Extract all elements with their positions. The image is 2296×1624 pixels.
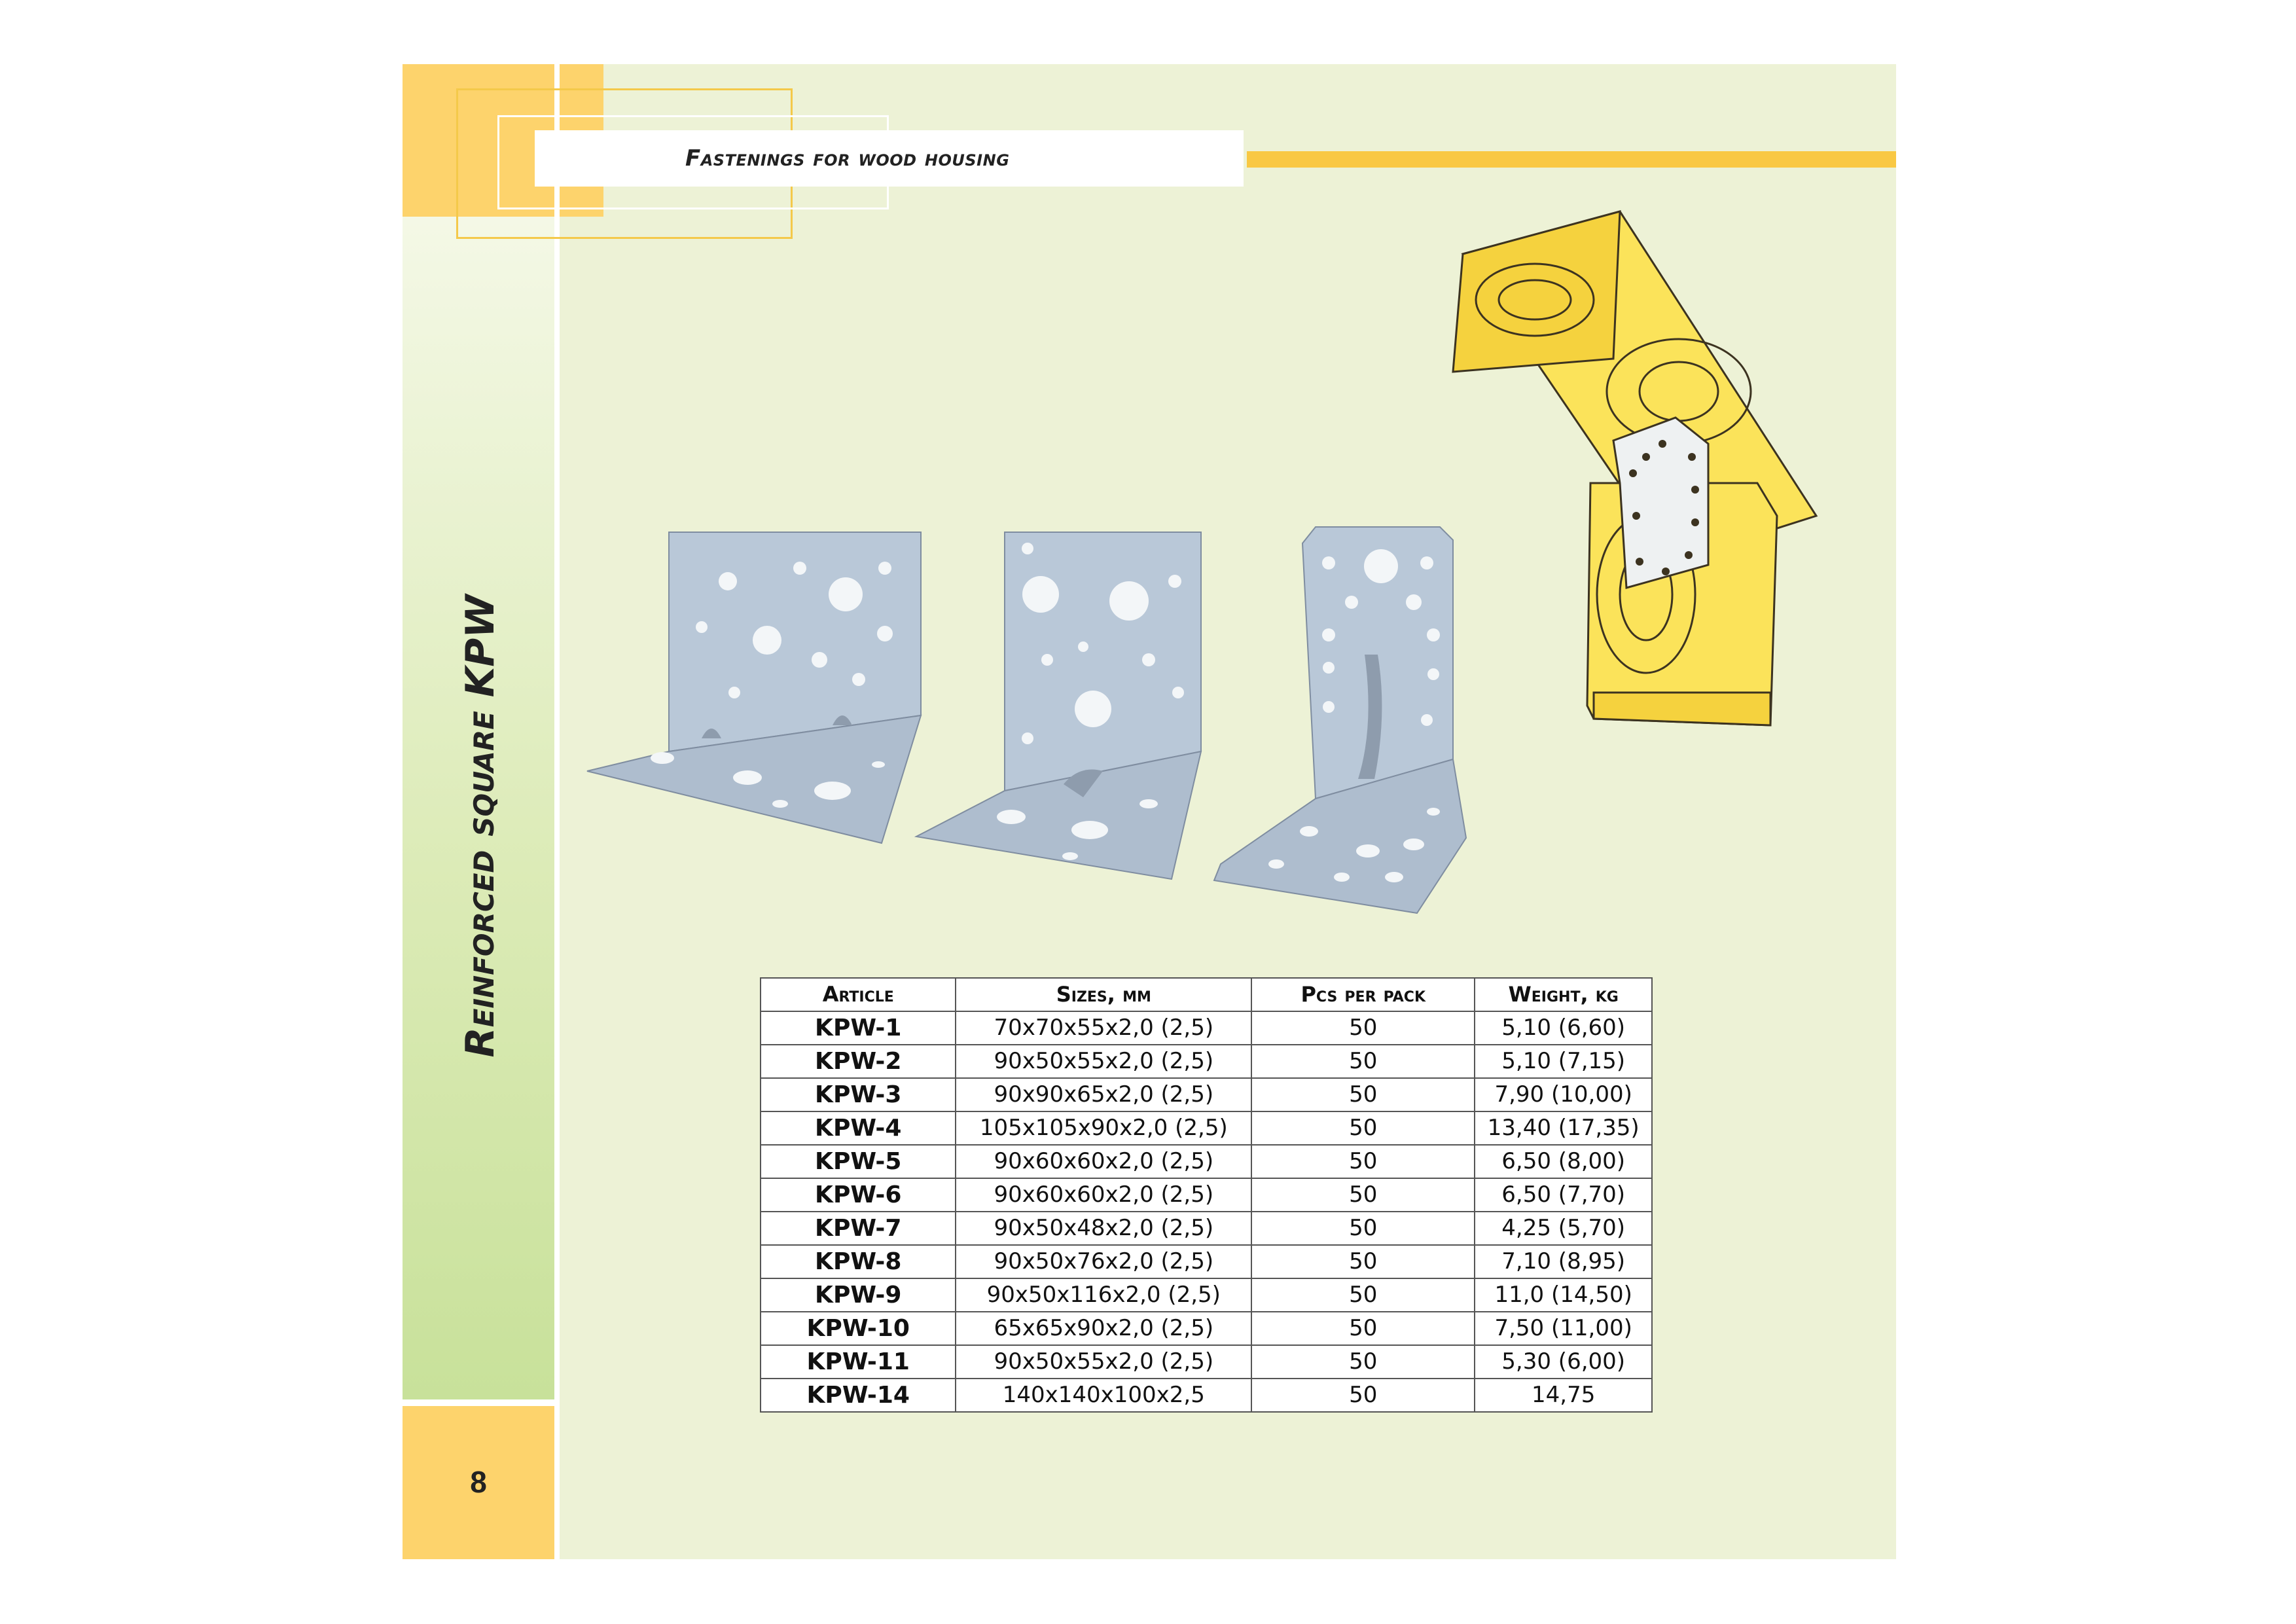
weight-cell: 7,10 (8,95): [1474, 1244, 1653, 1279]
header-pcs-per-pack: Pcs per pack: [1251, 977, 1476, 1012]
page-number-block: [403, 1406, 554, 1559]
header-accent-line: [1247, 151, 1896, 168]
article-cell: KPW-14: [759, 1378, 957, 1413]
table-row: KPW-3 90x90x65x2,0 (2,5) 50 7,90 (10,00): [759, 1077, 1653, 1112]
article-cell: KPW-1: [759, 1011, 957, 1045]
installation-illustration: [1450, 208, 1823, 732]
pcs-cell: 50: [1251, 1211, 1476, 1246]
weight-cell: 14,75: [1474, 1378, 1653, 1413]
page-title: Fastenings for wood housing: [685, 145, 1010, 171]
page-number: 8: [470, 1465, 487, 1499]
article-cell: KPW-10: [759, 1311, 957, 1346]
weight-cell: 6,50 (7,70): [1474, 1178, 1653, 1212]
table-row: KPW-2 90x50x55x2,0 (2,5) 50 5,10 (7,15): [759, 1044, 1653, 1079]
article-cell: KPW-3: [759, 1077, 957, 1112]
pcs-cell: 50: [1251, 1244, 1476, 1279]
pcs-cell: 50: [1251, 1344, 1476, 1379]
weight-cell: 4,25 (5,70): [1474, 1211, 1653, 1246]
weight-cell: 5,30 (6,00): [1474, 1344, 1653, 1379]
header-weight: Weight, kg: [1474, 977, 1653, 1012]
article-cell: KPW-5: [759, 1144, 957, 1179]
header-article: Article: [759, 977, 957, 1012]
sizes-cell: 90x60x60x2,0 (2,5): [955, 1178, 1253, 1212]
section-title: Reinforced square KPW: [457, 594, 503, 1058]
table-row: KPW-6 90x60x60x2,0 (2,5) 50 6,50 (7,70): [759, 1178, 1653, 1212]
article-cell: KPW-2: [759, 1044, 957, 1079]
table-row: KPW-5 90x60x60x2,0 (2,5) 50 6,50 (8,00): [759, 1144, 1653, 1179]
sizes-cell: 140x140x100x2,5: [955, 1378, 1253, 1413]
table-row: KPW-1 70x70x55x2,0 (2,5) 50 5,10 (6,60): [759, 1011, 1653, 1045]
article-cell: KPW-8: [759, 1244, 957, 1279]
sizes-cell: 90x60x60x2,0 (2,5): [955, 1144, 1253, 1179]
header-bar: [535, 130, 1244, 187]
product-photo-kpw-3: [1211, 524, 1473, 916]
article-cell: KPW-6: [759, 1178, 957, 1212]
sizes-cell: 90x50x76x2,0 (2,5): [955, 1244, 1253, 1279]
pcs-cell: 50: [1251, 1278, 1476, 1312]
pcs-cell: 50: [1251, 1144, 1476, 1179]
table-row: KPW-14 140x140x100x2,5 50 14,75: [759, 1378, 1653, 1413]
weight-cell: 7,90 (10,00): [1474, 1077, 1653, 1112]
pcs-cell: 50: [1251, 1077, 1476, 1112]
weight-cell: 6,50 (8,00): [1474, 1144, 1653, 1179]
pcs-cell: 50: [1251, 1178, 1476, 1212]
table-header-row: Article Sizes, mm Pcs per pack Weight, k…: [759, 977, 1653, 1012]
weight-cell: 5,10 (7,15): [1474, 1044, 1653, 1079]
sizes-cell: 65x65x90x2,0 (2,5): [955, 1311, 1253, 1346]
sizes-cell: 70x70x55x2,0 (2,5): [955, 1011, 1253, 1045]
pcs-cell: 50: [1251, 1011, 1476, 1045]
article-cell: KPW-4: [759, 1111, 957, 1146]
table-row: KPW-4 105x105x90x2,0 (2,5) 50 13,40 (17,…: [759, 1111, 1653, 1146]
pcs-cell: 50: [1251, 1311, 1476, 1346]
sidebar-band: [403, 216, 554, 1399]
pcs-cell: 50: [1251, 1111, 1476, 1146]
weight-cell: 7,50 (11,00): [1474, 1311, 1653, 1346]
table-row: KPW-7 90x50x48x2,0 (2,5) 50 4,25 (5,70): [759, 1211, 1653, 1246]
sizes-cell: 90x90x65x2,0 (2,5): [955, 1077, 1253, 1112]
sizes-cell: 90x50x116x2,0 (2,5): [955, 1278, 1253, 1312]
sizes-cell: 90x50x48x2,0 (2,5): [955, 1211, 1253, 1246]
product-specs-table: Article Sizes, mm Pcs per pack Weight, k…: [759, 977, 1653, 1413]
weight-cell: 13,40 (17,35): [1474, 1111, 1653, 1146]
sizes-cell: 90x50x55x2,0 (2,5): [955, 1044, 1253, 1079]
product-photo-kpw-2: [913, 529, 1208, 882]
weight-cell: 5,10 (6,60): [1474, 1011, 1653, 1045]
article-cell: KPW-7: [759, 1211, 957, 1246]
table-row: KPW-8 90x50x76x2,0 (2,5) 50 7,10 (8,95): [759, 1244, 1653, 1279]
pcs-cell: 50: [1251, 1044, 1476, 1079]
article-cell: KPW-9: [759, 1278, 957, 1312]
weight-cell: 11,0 (14,50): [1474, 1278, 1653, 1312]
product-photo-kpw-1: [584, 529, 924, 850]
header-sizes: Sizes, mm: [955, 977, 1253, 1012]
sizes-cell: 90x50x55x2,0 (2,5): [955, 1344, 1253, 1379]
table-row: KPW-10 65x65x90x2,0 (2,5) 50 7,50 (11,00…: [759, 1311, 1653, 1346]
sidebar-divider: [554, 64, 560, 1559]
sizes-cell: 105x105x90x2,0 (2,5): [955, 1111, 1253, 1146]
pcs-cell: 50: [1251, 1378, 1476, 1413]
article-cell: KPW-11: [759, 1344, 957, 1379]
table-row: KPW-9 90x50x116x2,0 (2,5) 50 11,0 (14,50…: [759, 1278, 1653, 1312]
sidebar-divider-line: [403, 1399, 554, 1406]
table-row: KPW-11 90x50x55x2,0 (2,5) 50 5,30 (6,00): [759, 1344, 1653, 1379]
